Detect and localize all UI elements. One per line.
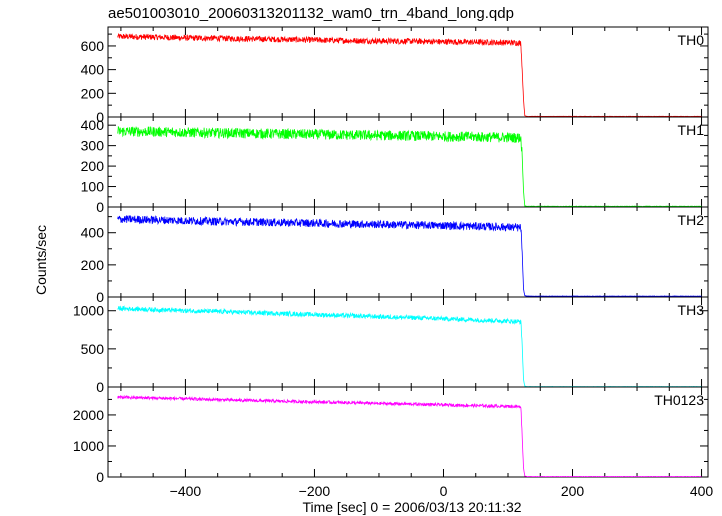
panel-th1: 0 100 200 300 400 TH1 bbox=[81, 116, 709, 215]
panel-th0: 0 200 400 600 TH0 bbox=[81, 26, 709, 125]
y-tick-label: 0 bbox=[96, 109, 104, 125]
y-tick-label: 300 bbox=[81, 138, 105, 154]
series-line-th1 bbox=[117, 125, 702, 208]
series-label: TH0 bbox=[678, 32, 705, 48]
y-tick-label: 2000 bbox=[73, 407, 104, 423]
y-tick-label: 200 bbox=[81, 158, 105, 174]
y-axis-label: Counts/sec bbox=[33, 225, 49, 295]
panel-th3: 0 500 1000 TH3 bbox=[73, 296, 709, 395]
x-tick-label: 200 bbox=[561, 483, 585, 499]
panel-frame bbox=[107, 26, 709, 118]
y-tick-label: 400 bbox=[81, 225, 105, 241]
y-tick-label: 600 bbox=[81, 38, 105, 54]
series-label: TH2 bbox=[678, 212, 705, 228]
y-tick-label: 200 bbox=[81, 257, 105, 273]
panel-th0123: 0 1000 2000 TH0123 bbox=[73, 386, 709, 485]
series-line-th2 bbox=[117, 214, 702, 298]
x-tick-label: −400 bbox=[170, 483, 202, 499]
series-label: TH3 bbox=[678, 302, 705, 318]
y-tick-label: 0 bbox=[96, 289, 104, 305]
x-tick-label: −200 bbox=[299, 483, 331, 499]
y-tick-label: 500 bbox=[81, 341, 105, 357]
y-tick-label: 0 bbox=[96, 199, 104, 215]
y-tick-label: 0 bbox=[96, 469, 104, 485]
series-line-th0123 bbox=[117, 394, 702, 478]
y-tick-label: 200 bbox=[81, 85, 105, 101]
series-line-th3 bbox=[117, 305, 702, 388]
y-tick-label: 0 bbox=[96, 379, 104, 395]
panel-th2: 0 200 400 TH2 bbox=[81, 206, 709, 305]
y-tick-label: 400 bbox=[81, 117, 105, 133]
x-axis-label: Time [sec] 0 = 2006/03/13 20:11:32 bbox=[302, 499, 521, 515]
x-tick-label: 0 bbox=[440, 483, 448, 499]
x-tick-label: 400 bbox=[690, 483, 714, 499]
series-label: TH1 bbox=[678, 122, 705, 138]
panel-frame bbox=[107, 386, 709, 478]
series-line-th0 bbox=[117, 33, 702, 118]
y-tick-label: 100 bbox=[81, 179, 105, 195]
y-tick-label: 400 bbox=[81, 62, 105, 78]
series-label: TH0123 bbox=[654, 392, 704, 408]
chart-title: ae501003010_20060313201132_wam0_trn_4ban… bbox=[108, 5, 514, 22]
y-tick-label: 1000 bbox=[73, 303, 104, 319]
y-tick-label: 1000 bbox=[73, 438, 104, 454]
